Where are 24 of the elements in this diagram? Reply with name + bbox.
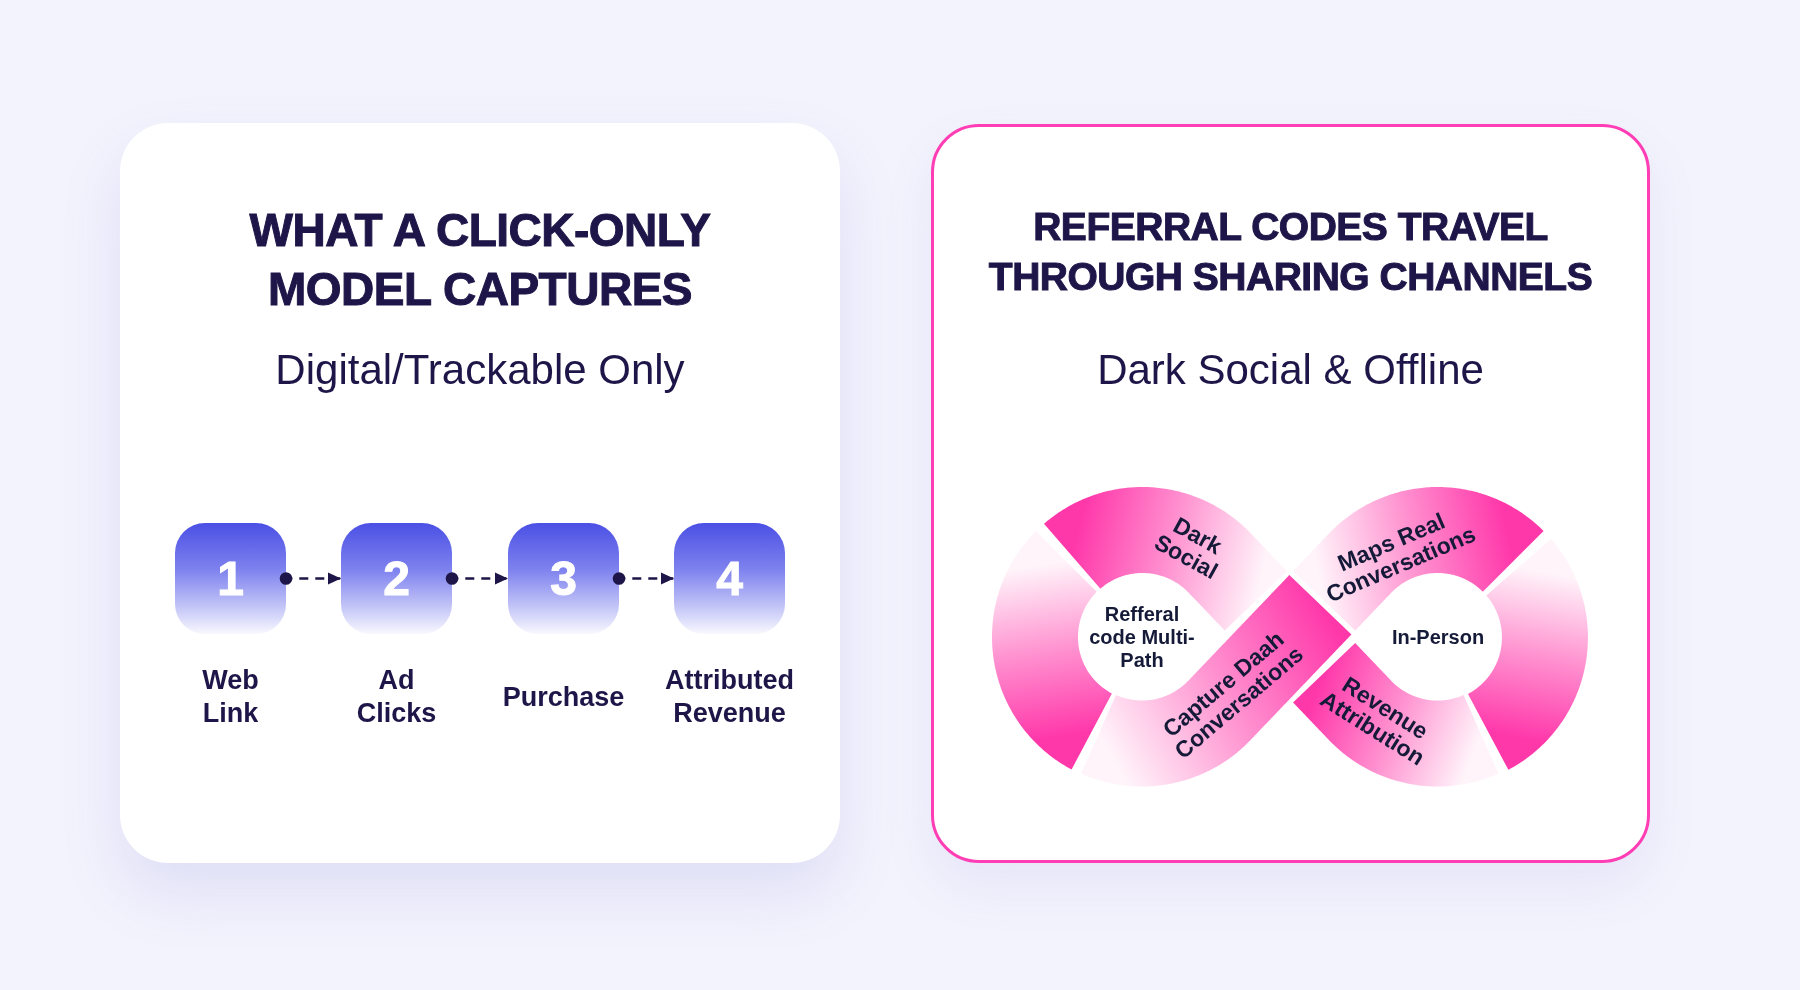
step-tile	[508, 523, 619, 634]
step-label: Attributed Revenue	[665, 664, 794, 730]
step-number: 4	[716, 552, 743, 605]
panel-title: WHAT A CLICK-ONLY MODEL CAPTURES	[248, 203, 712, 317]
step-label: Web Link	[202, 664, 259, 730]
loop-center-label: In-Person	[1390, 625, 1486, 649]
panel-subtitle: Digital/Trackable Only	[274, 345, 686, 395]
ribbon-band	[1043, 487, 1287, 631]
step-tile	[341, 523, 452, 634]
step-tile	[175, 523, 286, 634]
dashed-arrow	[279, 572, 341, 585]
step-number: 1	[217, 552, 244, 605]
step-number: 3	[550, 552, 577, 605]
panel-subtitle: Dark Social & Offline	[1096, 345, 1485, 395]
step-label: Purchase	[502, 680, 625, 714]
step-tile	[674, 523, 785, 634]
panel-card	[120, 123, 840, 863]
panel-title: REFERRAL CODES TRAVEL THROUGH SHARING CHANNELS	[987, 204, 1594, 300]
panel-card	[931, 124, 1650, 863]
loop-center-label: Refferal code Multi-Path	[1088, 602, 1195, 671]
dashed-arrow	[445, 572, 508, 585]
dashed-arrow	[612, 572, 674, 585]
step-number: 2	[383, 552, 410, 605]
step-label: Ad Clicks	[356, 664, 437, 730]
